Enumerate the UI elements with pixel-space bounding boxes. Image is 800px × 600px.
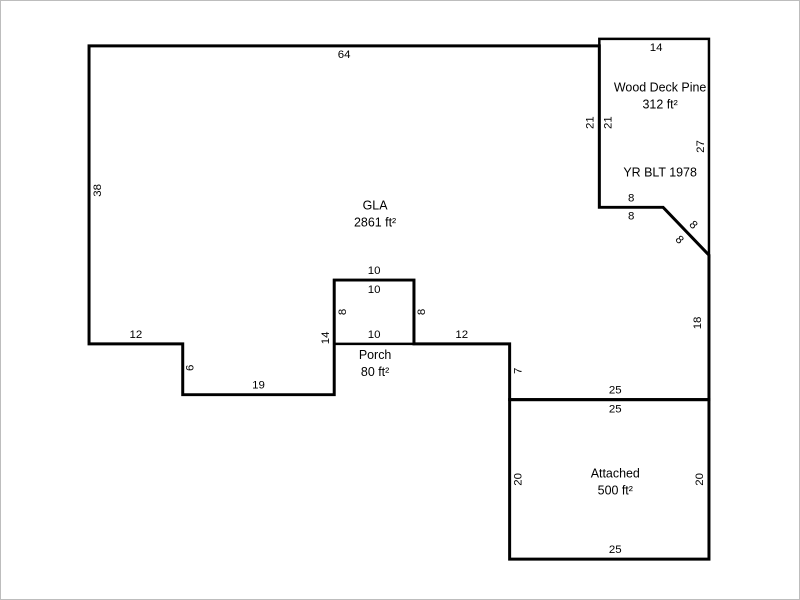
attached-outline bbox=[508, 398, 711, 561]
wood-deck-area-label: 312 ft² bbox=[642, 98, 677, 112]
dim-deck-top: 14 bbox=[650, 42, 663, 54]
porch-outline bbox=[332, 278, 416, 346]
gla-outline bbox=[87, 44, 711, 402]
attached-area-label: 500 ft² bbox=[598, 483, 633, 497]
dim-attached-top: 25 bbox=[609, 404, 622, 416]
year-built-label: YR BLT 1978 bbox=[623, 165, 697, 179]
dim-deck-left: 21 bbox=[602, 116, 614, 129]
dim-gla-bottom-mid: 12 bbox=[455, 329, 468, 341]
dim-deck-right: 27 bbox=[695, 140, 707, 153]
gla-area-label: GLA bbox=[363, 198, 389, 212]
dim-porch-top: 10 bbox=[368, 284, 381, 296]
gla-area-label: 2861 ft² bbox=[354, 215, 396, 229]
dim-gla-porch-left: 14 bbox=[320, 331, 332, 344]
dim-attached-bottom: 25 bbox=[609, 544, 622, 556]
dim-gla-top: 64 bbox=[338, 49, 351, 61]
dim-gla-left: 38 bbox=[92, 184, 104, 197]
dim-gla-porch-top: 10 bbox=[368, 265, 381, 277]
dim-gla-bottom-left-low: 19 bbox=[252, 380, 265, 392]
dim-gla-diagonal: 8 bbox=[673, 234, 686, 247]
attached-area-label: Attached bbox=[591, 466, 640, 480]
dim-attached-left: 20 bbox=[513, 473, 525, 486]
dim-deck-diagonal: 8 bbox=[687, 219, 700, 232]
dim-gla-step-left: 6 bbox=[185, 365, 197, 371]
dim-gla-step-right: 7 bbox=[513, 368, 525, 374]
dim-gla-right-lower: 18 bbox=[692, 317, 704, 330]
dim-porch-left: 8 bbox=[337, 309, 349, 315]
wood-deck-outline bbox=[598, 37, 711, 259]
dim-porch-bottom: 10 bbox=[368, 329, 381, 341]
porch-area-label: Porch bbox=[359, 348, 392, 362]
dim-gla-bottom-left: 12 bbox=[130, 329, 143, 341]
dim-deck-bottom: 8 bbox=[628, 192, 634, 204]
porch-area-label: 80 ft² bbox=[361, 365, 389, 379]
wood-deck-area-label: Wood Deck Pine bbox=[614, 81, 706, 95]
dim-attached-right: 20 bbox=[694, 473, 706, 486]
dim-gla-right-upper: 21 bbox=[584, 116, 596, 129]
dim-gla-notch-top: 8 bbox=[628, 210, 634, 222]
dim-gla-bottom-right: 25 bbox=[609, 385, 622, 397]
dim-porch-right: 8 bbox=[416, 309, 428, 315]
